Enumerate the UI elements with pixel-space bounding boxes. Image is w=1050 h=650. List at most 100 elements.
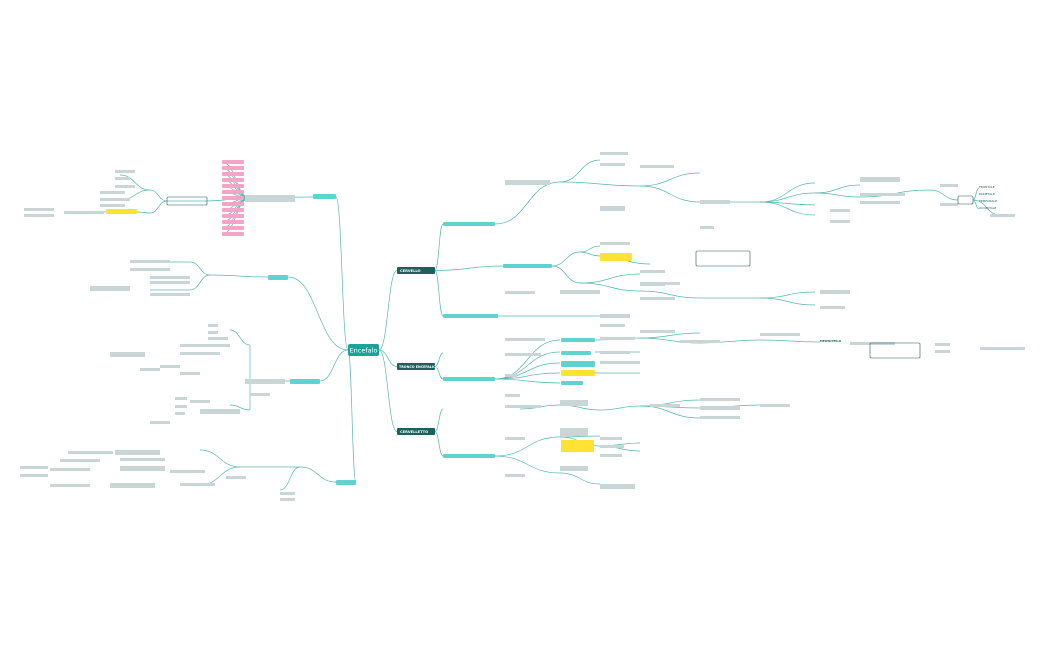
illegible-text-block <box>68 451 113 454</box>
illegible-text-block <box>760 404 790 407</box>
illegible-text-block <box>208 331 218 334</box>
sub-node-lobo-anteriore[interactable] <box>268 275 288 280</box>
illegible-text-block <box>650 404 680 407</box>
illegible-text-block <box>640 165 674 168</box>
sub-node-bulbo-3[interactable] <box>561 361 595 367</box>
illegible-text-block <box>24 208 54 211</box>
callout-mesencefalo[interactable]: MESENCEFALO <box>820 339 842 343</box>
connector-line <box>434 352 444 367</box>
pink-highlight-stack <box>222 160 244 236</box>
pink-highlight-item[interactable] <box>222 196 244 200</box>
central-node[interactable]: Encefalo <box>348 344 379 356</box>
illegible-text-block <box>700 416 740 419</box>
pink-highlight-item[interactable] <box>222 184 244 188</box>
connector-line <box>434 265 504 271</box>
pink-highlight-item[interactable] <box>222 178 244 182</box>
pink-highlight-item[interactable] <box>222 202 244 206</box>
sub-node-formazione[interactable] <box>561 381 583 385</box>
highlight-note-1[interactable] <box>106 209 137 214</box>
connector-line <box>814 192 861 198</box>
connector-line <box>494 181 561 225</box>
pink-highlight-item[interactable] <box>222 220 244 224</box>
illegible-text-block <box>940 184 958 187</box>
sub-topic-pills <box>268 194 595 485</box>
illegible-text-block <box>175 412 185 415</box>
illegible-text-block <box>600 314 630 318</box>
connector-line <box>378 349 398 367</box>
illegible-text-block <box>130 260 170 263</box>
branch-node-tronco-encefalico[interactable]: TRONCO ENCEFALICO <box>397 363 439 370</box>
illegible-text-block <box>505 291 535 294</box>
pink-highlight-item[interactable] <box>222 160 244 164</box>
illegible-text-block <box>700 226 714 229</box>
illegible-text-block <box>560 400 588 406</box>
connector-line <box>279 466 301 491</box>
illegible-text-block <box>20 466 48 469</box>
illegible-text-block <box>640 270 665 273</box>
branch-node-tronco-label: TRONCO ENCEFALICO <box>399 365 439 369</box>
sub-node-bulbo-2[interactable] <box>561 351 591 355</box>
connector-line <box>494 378 561 384</box>
lobe-parietale[interactable]: PARIETALE <box>979 192 995 196</box>
pink-highlight-item[interactable] <box>222 232 244 236</box>
connector-line <box>559 181 641 187</box>
illegible-text-block <box>560 466 588 471</box>
pink-highlight-item[interactable] <box>222 166 244 170</box>
illegible-text-block <box>700 398 740 401</box>
connector-line <box>494 339 561 380</box>
sub-node-memoria[interactable] <box>313 194 336 199</box>
highlight-note-3[interactable] <box>561 370 595 376</box>
illegible-text-block <box>20 474 48 477</box>
pink-highlight-item[interactable] <box>222 214 244 218</box>
sub-node-vermis[interactable] <box>443 454 495 458</box>
illegible-text-block <box>990 214 1015 217</box>
highlight-note-2[interactable] <box>600 253 632 261</box>
connector-line <box>972 187 980 201</box>
pink-highlight-item[interactable] <box>222 226 244 230</box>
sub-node-funzioni[interactable] <box>336 480 356 485</box>
branch-node-cervello[interactable]: CERVELLO <box>397 267 435 274</box>
illegible-text-block <box>115 177 130 180</box>
connector-line <box>119 174 151 191</box>
sub-node-bulbo-1[interactable] <box>561 338 595 342</box>
connector-line <box>579 251 601 257</box>
note-box-lobi[interactable] <box>957 195 974 205</box>
sub-node-ponte[interactable] <box>443 377 495 381</box>
note-box-vie[interactable] <box>869 342 921 359</box>
illegible-text-block <box>175 405 187 408</box>
connector-line <box>929 189 959 201</box>
sub-node-telencefalo[interactable] <box>443 222 495 226</box>
connector-line <box>599 405 641 411</box>
highlight-note-4[interactable] <box>561 440 594 452</box>
note-box-memoria[interactable] <box>166 196 208 206</box>
illegible-text-block <box>245 379 285 384</box>
illegible-text-block <box>120 458 165 461</box>
illegible-text-block <box>505 394 520 397</box>
sub-node-corteccia[interactable] <box>443 314 498 318</box>
lobe-occipitale[interactable]: OCCIPITALE <box>979 206 996 210</box>
branch-node-cervelletto-label: CERVELLETTO <box>400 430 428 434</box>
pink-highlight-item[interactable] <box>222 172 244 176</box>
connector-line <box>347 349 357 483</box>
illegible-text-block <box>505 405 541 408</box>
illegible-text-block <box>640 283 665 286</box>
illegible-text-block <box>250 393 270 396</box>
connector-line <box>136 211 151 214</box>
connector-line <box>579 245 601 253</box>
lobe-frontale[interactable]: FRONTALE <box>979 185 995 189</box>
illegible-text-block <box>600 152 628 155</box>
sub-node-emisferi[interactable] <box>290 379 320 384</box>
note-box-ipotalamo[interactable] <box>695 250 751 267</box>
pink-highlight-item[interactable] <box>222 190 244 194</box>
branch-node-cervelletto[interactable]: CERVELLETTO <box>397 428 435 435</box>
connector-line <box>559 159 601 183</box>
illegible-text-block <box>505 338 545 341</box>
illegible-text-block <box>175 397 187 400</box>
yellow-highlights <box>106 209 632 452</box>
lobe-temporale[interactable]: TEMPORALE <box>978 199 997 203</box>
sub-node-diencefalo[interactable] <box>503 264 552 268</box>
pink-highlight-item[interactable] <box>222 208 244 212</box>
illegible-text-block <box>100 204 125 207</box>
illegible-text-block <box>700 406 740 410</box>
